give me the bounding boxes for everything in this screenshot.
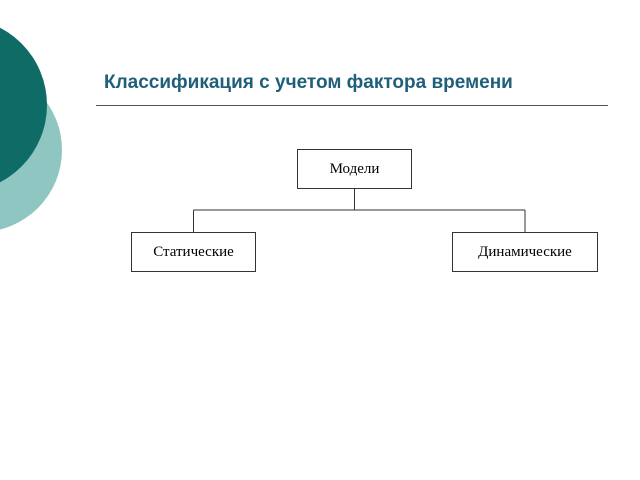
decorative-circles xyxy=(0,27,62,230)
title-divider xyxy=(96,105,608,106)
dark-circle xyxy=(0,27,47,183)
slide-title: Классификация с учетом фактора времени xyxy=(104,72,513,93)
node-static: Статические xyxy=(131,232,256,272)
node-dynamic-label: Динамические xyxy=(478,243,572,260)
node-static-label: Статические xyxy=(153,243,234,260)
node-dynamic: Динамические xyxy=(452,232,598,272)
node-models: Модели xyxy=(297,149,412,189)
node-models-label: Модели xyxy=(329,160,380,177)
